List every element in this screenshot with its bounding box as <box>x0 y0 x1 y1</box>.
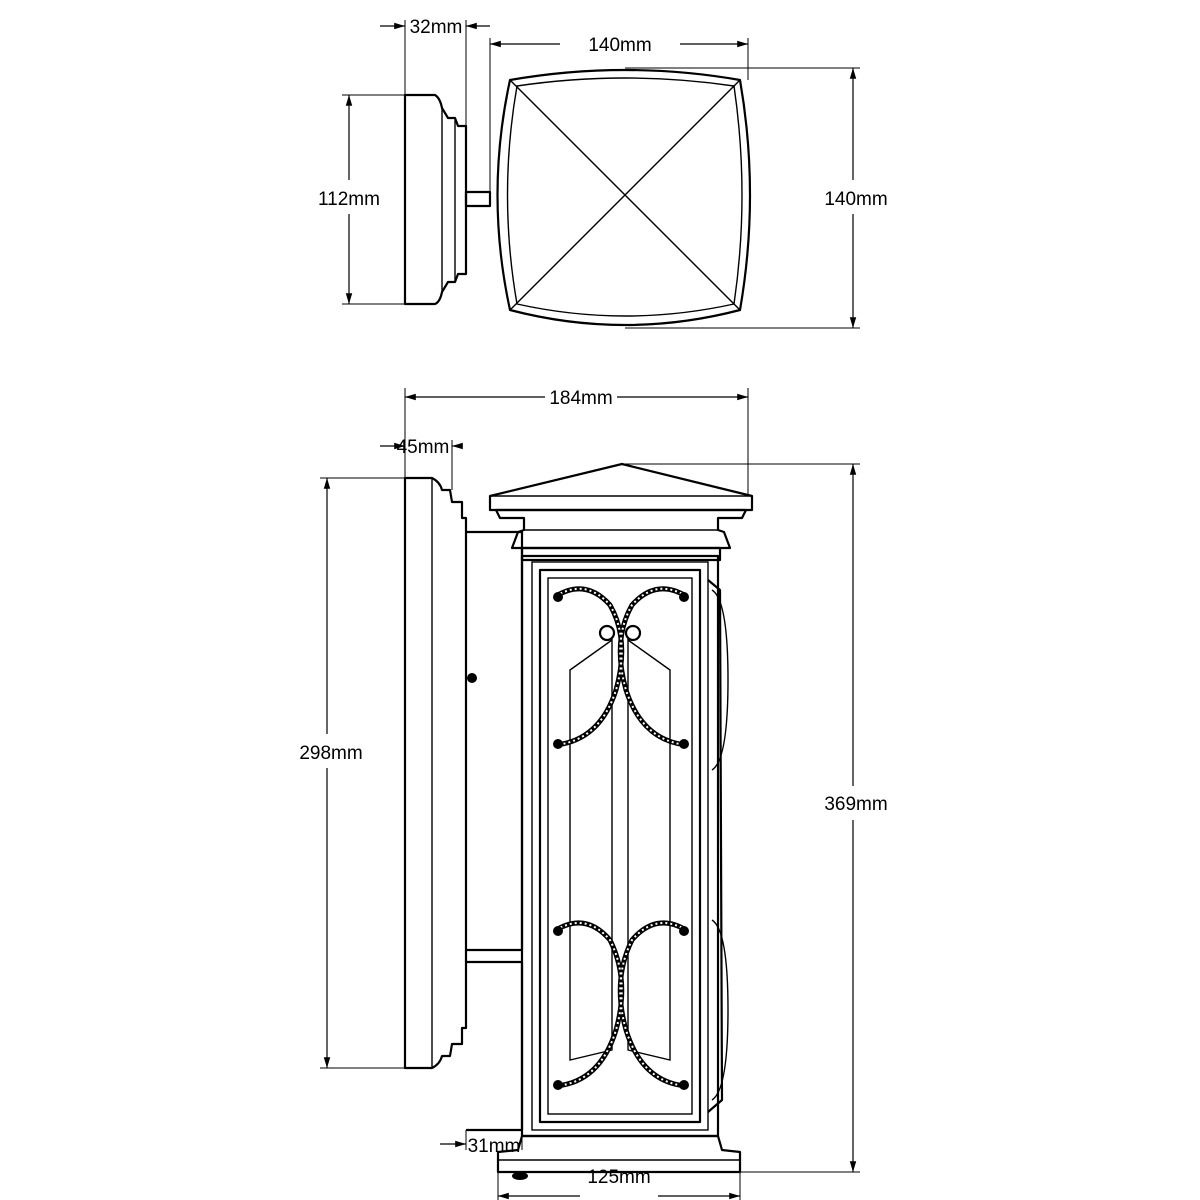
dim-label-140mm-depth: 140mm <box>824 189 887 210</box>
dim-base-width: 125mm <box>497 1167 741 1200</box>
dim-backplate-depth: 45mm <box>380 437 463 490</box>
side-view: 184mm 45mm 298mm 369mm <box>299 388 888 1200</box>
dim-overall-projection: 184mm <box>404 388 749 496</box>
dim-label-112mm: 112mm <box>318 189 380 210</box>
dim-label-298mm: 298mm <box>299 743 362 764</box>
top-view: 32mm 140mm 112mm 140mm <box>318 17 888 329</box>
finial-icon <box>512 1172 528 1180</box>
dim-label-140mm-width: 140mm <box>588 35 651 56</box>
dim-label-45mm: 45mm <box>397 437 450 458</box>
side-view-lantern-roof <box>488 462 754 562</box>
top-view-lantern-head <box>496 68 752 327</box>
screw-icon <box>467 673 477 683</box>
dim-top-backplate-height: 112mm <box>318 94 405 305</box>
dim-backplate-height: 298mm <box>299 477 405 1069</box>
dim-arm-offset: 31mm <box>440 1130 523 1157</box>
side-view-scrollwork <box>553 586 689 1090</box>
dim-label-125mm: 125mm <box>587 1167 650 1188</box>
top-view-backplate <box>403 93 468 306</box>
dim-label-31mm: 31mm <box>468 1136 521 1157</box>
dim-label-184mm: 184mm <box>549 388 612 409</box>
dim-label-32mm: 32mm <box>410 17 463 38</box>
top-view-arm <box>464 190 492 208</box>
side-view-lantern-frame <box>520 554 729 1138</box>
side-view-backplate <box>403 476 468 1070</box>
dim-top-head-depth: 140mm <box>625 67 888 329</box>
side-view-arm <box>466 530 524 1132</box>
dim-overall-height: 369mm <box>622 463 888 1173</box>
dim-top-head-width: 140mm <box>489 35 749 192</box>
dim-label-369mm: 369mm <box>824 794 887 815</box>
dim-top-backplate-depth: 32mm <box>380 17 490 126</box>
